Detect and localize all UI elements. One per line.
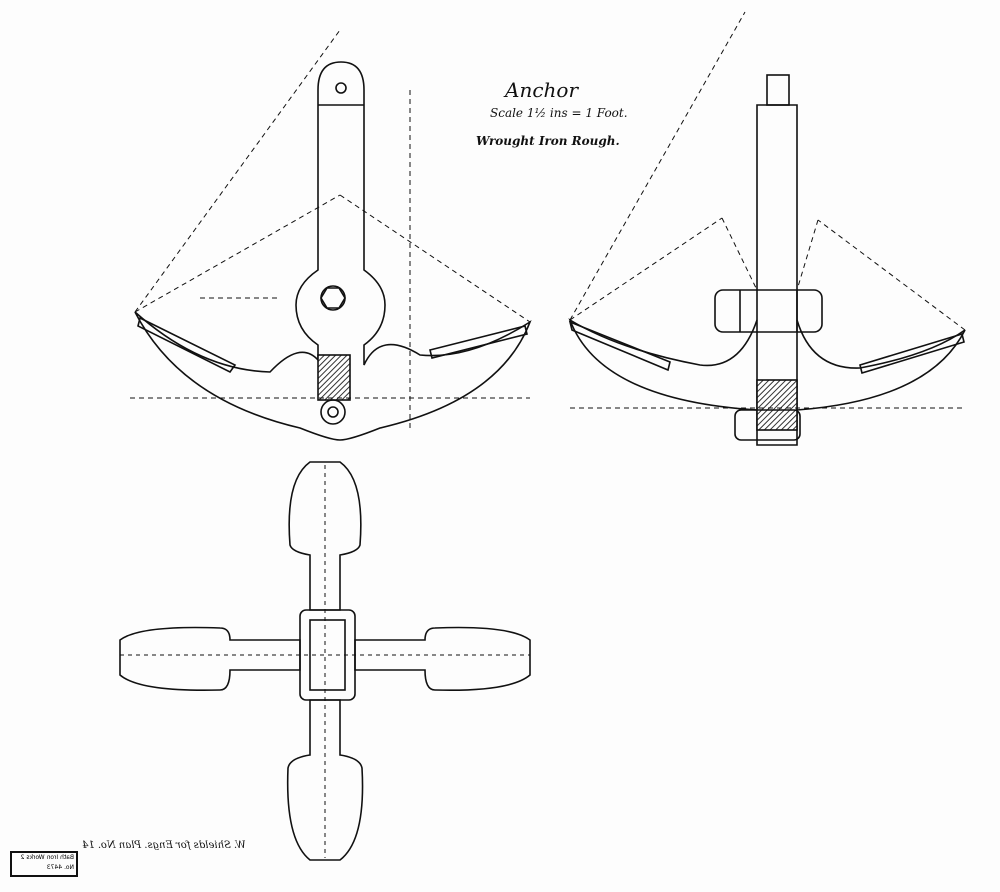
front-elevation-view (568, 11, 966, 446)
drawing-material: Wrought Iron Rough. (476, 134, 620, 148)
handwritten-note: W. Shields for Engs. Plan No. 14 (82, 840, 246, 851)
side-elevation-view (130, 29, 532, 441)
drawing-title: Anchor (505, 78, 579, 102)
drawing-scale: Scale 1½ ins = 1 Foot. (490, 106, 628, 120)
plan-view (119, 461, 531, 861)
archive-stamp: Bath Iron Works 2 No. 4473 (10, 851, 78, 877)
